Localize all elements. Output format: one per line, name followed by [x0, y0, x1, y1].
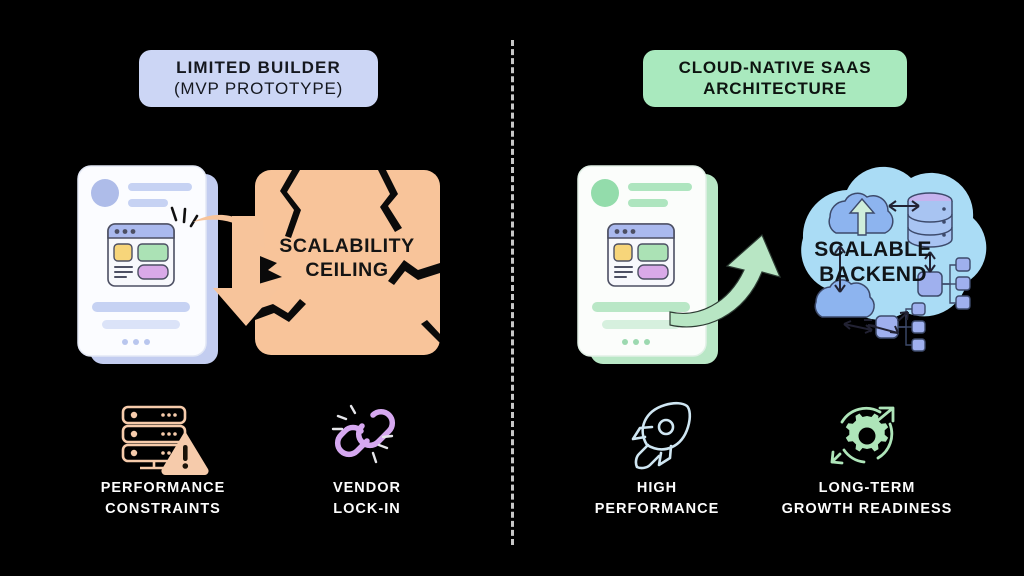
small-cloud-node: [814, 279, 875, 318]
doc-headline-bar: [628, 183, 692, 191]
doc-headline-bar: [128, 183, 192, 191]
feature-label-line1: VENDOR: [332, 480, 402, 496]
tile-yellow: [113, 243, 133, 262]
right-panel-title-badge: CLOUD-NATIVE SAAS ARCHITECTURE: [643, 50, 907, 107]
mini-browser-window: [607, 223, 675, 287]
doc-avatar: [591, 179, 619, 207]
feature-performance-constraints: PERFORMANCE CONSTRAINTS: [63, 400, 263, 520]
feature-high-performance: HIGH PERFORMANCE: [557, 400, 757, 520]
panel-divider: [511, 40, 514, 545]
feature-label-line2: LOCK-IN: [333, 501, 401, 518]
gear-growth-arrow-icon: [824, 400, 910, 472]
feature-label: HIGH PERFORMANCE: [595, 478, 720, 520]
feature-label: LONG-TERM GROWTH READINESS: [782, 478, 953, 520]
ceiling-label-line1: SCALABILITY: [279, 235, 415, 257]
left-panel-title-badge: LIMITED BUILDER (MVP PROTOTYPE): [139, 50, 378, 107]
server-warning-icon: [117, 400, 209, 476]
doc-footer-bar1: [592, 302, 690, 312]
left-badge-line1: LIMITED BUILDER: [176, 58, 341, 78]
doc-subline-bar: [628, 199, 668, 207]
doc-avatar: [91, 179, 119, 207]
blocked-arrow-group: [193, 214, 279, 326]
ceiling-label-line2: CEILING: [305, 259, 388, 281]
left-illustration: SCALABILITY CEILING: [60, 160, 460, 375]
doc-subline-bar: [128, 199, 168, 207]
growth-arrow-curve: [669, 233, 782, 328]
doc-pager-dots: [122, 339, 150, 345]
left-badge-line2: (MVP PROTOTYPE): [173, 78, 344, 98]
right-illustration: SCALABLE BACKEND: [558, 160, 988, 375]
tile-purple: [637, 264, 669, 280]
tile-green: [137, 243, 169, 262]
rocket-icon: [617, 400, 697, 472]
mini-browser-window: [107, 223, 175, 287]
broken-chain-link-icon: [327, 400, 407, 472]
feature-label-line2: GROWTH READINESS: [781, 501, 953, 518]
tile-purple: [137, 264, 169, 280]
doc-pager-dots: [622, 339, 650, 345]
doc-footer-bar2: [602, 320, 680, 329]
blocked-arrow-curve: [193, 214, 265, 248]
impact-spark-lines: [170, 206, 199, 228]
right-badge-line2: ARCHITECTURE: [703, 78, 847, 98]
scalable-backend-cloud: SCALABLE BACKEND: [801, 166, 987, 352]
feature-label: PERFORMANCE CONSTRAINTS: [101, 478, 226, 520]
feature-vendor-lock-in: VENDOR LOCK-IN: [267, 400, 467, 520]
cloud-label-line2: BACKEND: [819, 263, 927, 286]
feature-label-line2: CONSTRAINTS: [105, 501, 221, 518]
network-node-right: [917, 257, 971, 310]
right-badge-line1: CLOUD-NATIVE SAAS: [678, 58, 872, 78]
feature-label-line2: PERFORMANCE: [594, 501, 720, 518]
doc-footer-bar1: [92, 302, 190, 312]
tile-green: [637, 243, 669, 262]
blocked-arrow-down: [213, 216, 279, 326]
feature-label: VENDOR LOCK-IN: [333, 478, 401, 520]
cloud-label-line1: SCALABLE: [814, 238, 932, 261]
feature-label-line1: PERFORMANCE: [100, 480, 226, 496]
scalability-ceiling-block: SCALABILITY CEILING: [255, 170, 440, 355]
upload-cloud-node: [828, 192, 894, 236]
cloud-connection-arrows: [834, 200, 936, 334]
feature-growth-readiness: LONG-TERM GROWTH READINESS: [767, 400, 967, 520]
tile-yellow: [613, 243, 633, 262]
feature-label-line1: HIGH: [636, 480, 678, 496]
doc-footer-bar2: [102, 320, 180, 329]
feature-label-line1: LONG-TERM: [818, 480, 916, 496]
